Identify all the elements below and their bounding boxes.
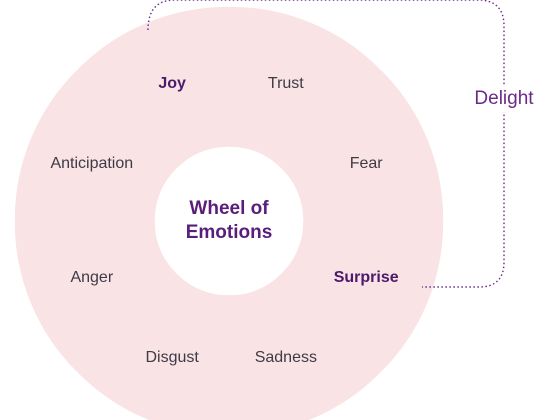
segment-label-trust: Trust xyxy=(267,74,304,92)
wheel-segments xyxy=(14,6,444,420)
segment-label-surprise: Surprise xyxy=(333,268,399,286)
delight-bracket-line xyxy=(147,0,505,288)
segment-disgust xyxy=(77,273,232,420)
wheel-title: Wheel of Emotions xyxy=(159,197,299,245)
segment-anger xyxy=(14,218,177,373)
wheel-title-line-2: Emotions xyxy=(185,222,273,243)
segment-label-anger: Anger xyxy=(70,268,114,286)
segment-label-anticipation: Anticipation xyxy=(50,155,134,173)
segment-trust xyxy=(226,6,381,169)
segment-label-disgust: Disgust xyxy=(145,349,199,367)
segment-fear xyxy=(281,69,444,224)
segment-label-joy: Joy xyxy=(158,74,186,92)
segment-joy xyxy=(77,6,232,169)
segment-sadness xyxy=(226,273,381,420)
delight-label: Delight xyxy=(472,86,536,112)
segment-anticipation xyxy=(14,69,177,224)
segment-label-sadness: Sadness xyxy=(254,349,317,367)
wheel-title-line-1: Wheel of xyxy=(189,198,269,219)
segment-label-fear: Fear xyxy=(349,155,383,173)
segment-surprise xyxy=(281,218,444,373)
